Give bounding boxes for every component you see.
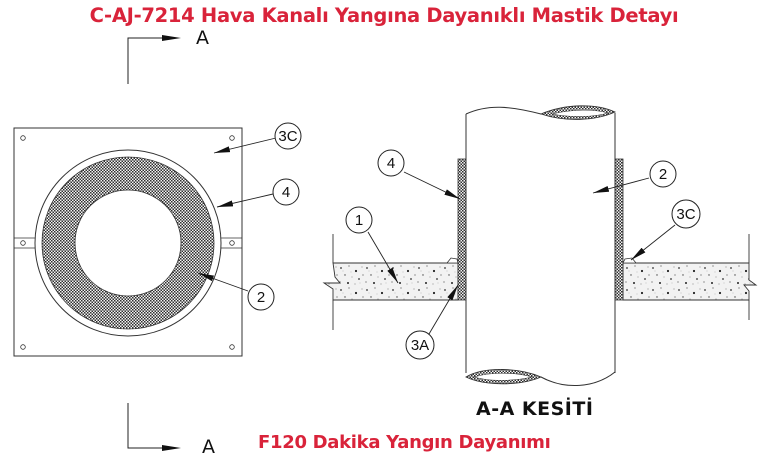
floor-slab-right (622, 234, 758, 320)
mastic-sleeve-right (614, 158, 624, 301)
callout-3c-section: 3C (630, 199, 701, 261)
floor-slab-left (322, 234, 459, 330)
svg-text:3C: 3C (676, 206, 695, 223)
callout-3c-plan: 3C (213, 122, 302, 154)
callout-2-plan: 2 (197, 272, 275, 311)
svg-text:1: 1 (355, 212, 363, 229)
callout-4-section: 4 (377, 149, 461, 200)
svg-text:2: 2 (659, 166, 667, 183)
svg-text:4: 4 (282, 184, 290, 201)
plan-view: 3C 4 2 (13, 122, 302, 357)
section-label: A-A KESİTİ (476, 398, 594, 420)
svg-text:3A: 3A (411, 337, 429, 354)
drawing-title: C-AJ-7214 Hava Kanalı Yangına Dayanıklı … (89, 4, 679, 27)
mastic-sleeve-left (457, 158, 467, 301)
svg-text:4: 4 (387, 155, 395, 172)
section-view: 4 1 3A 2 3C (322, 105, 758, 386)
fire-rating-subtitle: F120 Dakika Yangın Dayanımı (258, 432, 551, 453)
section-cut-marker-bottom (127, 403, 181, 451)
callout-4-plan: 4 (216, 178, 300, 208)
duct-pipe (465, 105, 617, 386)
callout-3a-section: 3A (405, 284, 459, 360)
callout-2-section: 2 (592, 160, 677, 194)
callout-1-section: 1 (345, 206, 399, 284)
section-cut-letter-bottom: A (202, 436, 215, 458)
svg-text:3C: 3C (278, 128, 297, 145)
section-cut-marker-top (127, 35, 181, 84)
svg-text:2: 2 (257, 289, 265, 306)
section-cut-letter-top: A (196, 27, 209, 49)
